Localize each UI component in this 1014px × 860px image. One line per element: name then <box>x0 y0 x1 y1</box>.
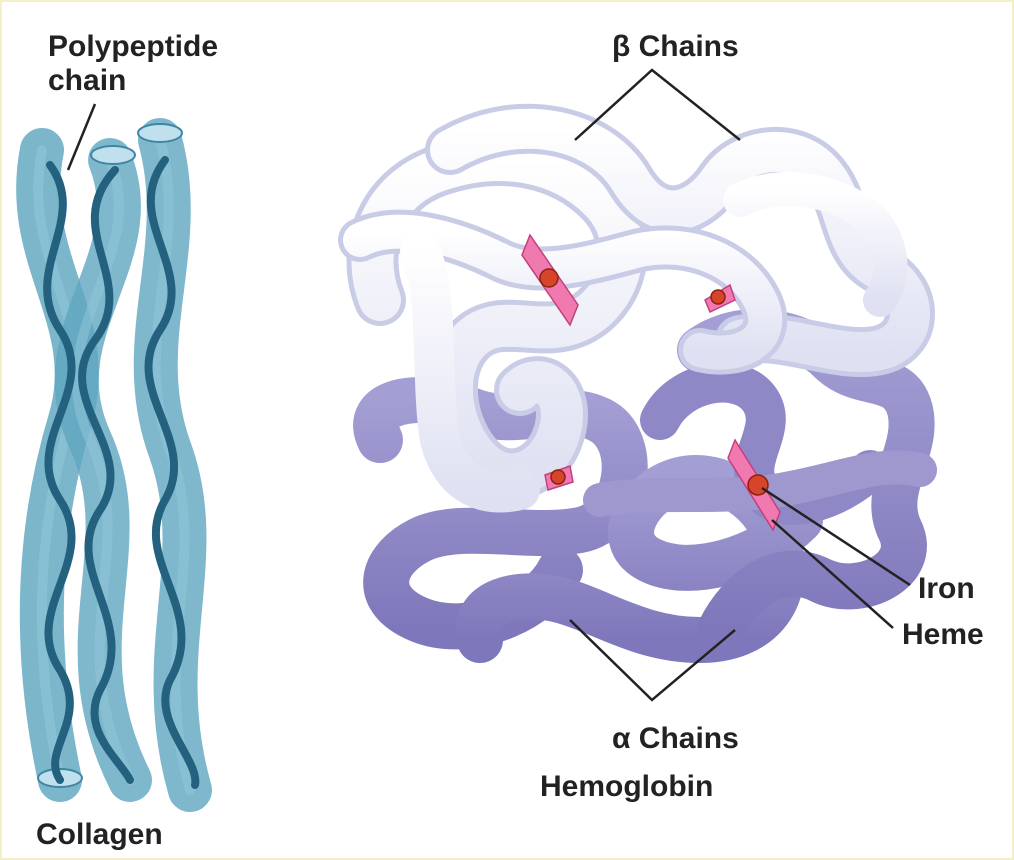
heme-group <box>521 233 579 327</box>
collagen-triple-helix <box>16 118 212 812</box>
beta-chains-label: β Chains <box>612 30 739 63</box>
iron-label: Iron <box>918 572 975 605</box>
iron-atom <box>710 289 726 305</box>
beta-chains <box>338 103 935 513</box>
heme-group <box>544 464 574 491</box>
heme-group <box>727 438 781 532</box>
polypeptide-ribbon <box>144 156 200 789</box>
collagen-label: Collagen <box>36 818 163 851</box>
polypeptide-chain-label: Polypeptide chain <box>48 30 219 97</box>
collagen-tube-cap <box>137 123 183 143</box>
polypeptide-ribbon <box>78 166 134 784</box>
heme-group <box>704 283 736 314</box>
alpha-chains-leader-line <box>569 619 736 702</box>
polypeptide-ribbon <box>43 161 76 784</box>
iron-atom <box>747 474 769 496</box>
heme-leader-line <box>771 519 894 629</box>
heme-label: Heme <box>902 618 984 651</box>
polypeptide-leader-line <box>66 103 97 171</box>
alpha-chains-label: α Chains <box>612 722 739 755</box>
iron-leader-line <box>761 486 911 587</box>
hemoglobin-molecule <box>338 103 937 663</box>
collagen-strand-2 <box>54 138 152 802</box>
iron-atom <box>539 268 559 288</box>
hemoglobin-label: Hemoglobin <box>540 770 714 803</box>
collagen-tube-cap <box>90 145 136 165</box>
beta-chains-leader-line <box>574 68 741 141</box>
iron-atom <box>550 469 566 485</box>
